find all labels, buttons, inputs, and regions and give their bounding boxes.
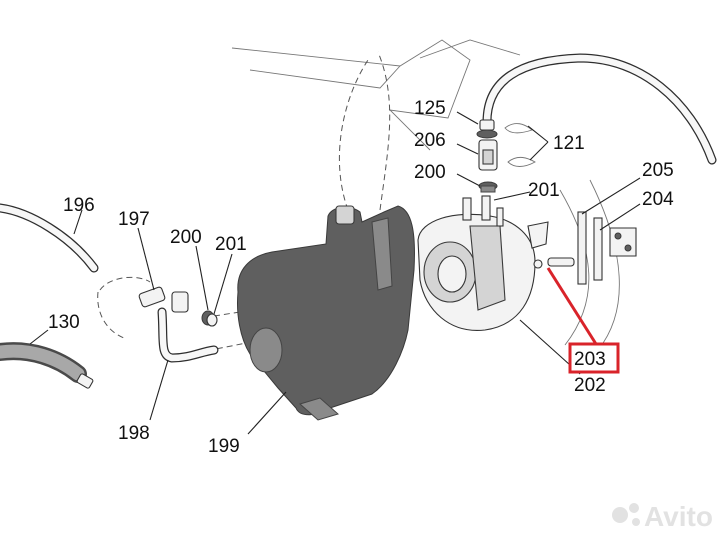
probe-parts xyxy=(547,211,637,285)
highlight-box-203 xyxy=(568,342,620,374)
retaining-clips xyxy=(504,123,536,167)
callout-125: 125 xyxy=(414,98,446,119)
callout-206: 206 xyxy=(414,130,446,151)
callout-203: 203 xyxy=(574,349,606,370)
inlet-hose xyxy=(482,53,717,165)
left-overflow-tube xyxy=(0,203,99,273)
watermark-text: Avito xyxy=(644,501,713,532)
callout-200-left: 200 xyxy=(170,227,202,248)
callout-201-top: 201 xyxy=(528,180,560,201)
fitting-and-elbow xyxy=(138,286,219,363)
callout-130: 130 xyxy=(48,312,80,333)
drain-hose xyxy=(0,342,94,389)
callout-196: 196 xyxy=(63,195,95,216)
callout-197: 197 xyxy=(118,209,150,230)
highlight-leader xyxy=(546,267,598,345)
boiler-heater xyxy=(417,195,549,331)
callout-198: 198 xyxy=(118,423,150,444)
leader-lines xyxy=(29,111,641,435)
callout-121: 121 xyxy=(553,133,585,154)
callout-201-left: 201 xyxy=(215,234,247,255)
callout-205: 205 xyxy=(642,160,674,181)
callout-200-top: 200 xyxy=(414,162,446,183)
avito-watermark: Avito xyxy=(612,501,713,532)
valve-assembly xyxy=(476,119,498,193)
callout-199: 199 xyxy=(208,436,240,457)
water-tank xyxy=(237,205,415,421)
callout-204: 204 xyxy=(642,189,674,210)
callout-labels: 125 206 121 200 201 205 204 196 197 200 … xyxy=(48,98,674,457)
callout-202: 202 xyxy=(574,375,606,396)
